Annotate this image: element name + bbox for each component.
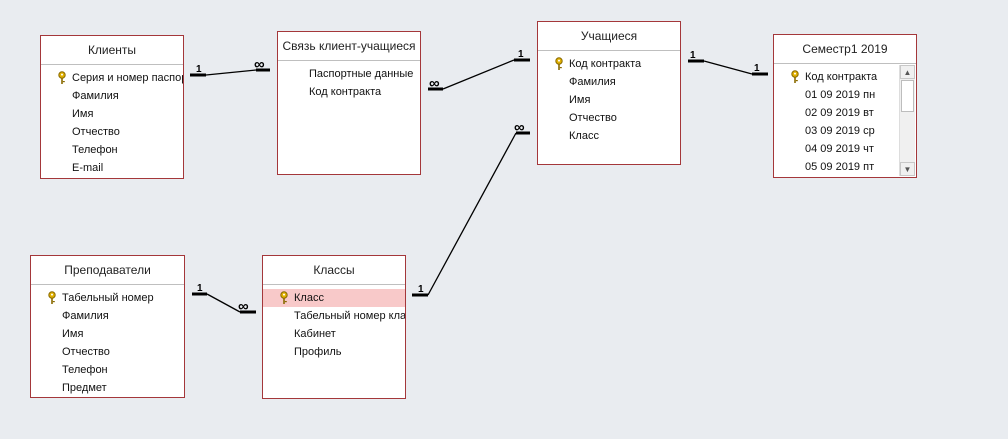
field-name: Класс [294, 292, 324, 304]
rel-label-many: ∞ [429, 75, 440, 92]
field-row[interactable]: Паспортные данные [278, 65, 420, 83]
field-name: 04 09 2019 чт [805, 143, 874, 155]
field-row[interactable]: Телефон [31, 361, 184, 379]
field-row[interactable]: Имя [31, 325, 184, 343]
vertical-scrollbar[interactable]: ▲ ▼ [899, 65, 915, 176]
field-name: E-mail [72, 162, 104, 174]
rel-label-many: ∞ [254, 56, 265, 73]
field-row[interactable]: Фамилия [538, 73, 680, 91]
field-row[interactable]: Имя [41, 105, 183, 123]
primary-key-icon [555, 57, 563, 70]
field-row[interactable]: Код контракта [278, 83, 420, 101]
rel-label-one: 1 [754, 63, 760, 74]
field-name: Фамилия [72, 90, 119, 102]
field-row[interactable]: Класс [538, 127, 680, 145]
field-name: Табельный номер [62, 292, 154, 304]
rel-label-one: 1 [690, 50, 696, 61]
field-name: Серия и номер паспорта [72, 72, 183, 84]
table-title[interactable]: Преподаватели [31, 256, 184, 285]
field-row[interactable]: E-mail [41, 159, 183, 177]
rel-label-one: 1 [418, 284, 424, 295]
field-row[interactable]: Серия и номер паспорта [41, 69, 183, 87]
rel-label-one: 1 [518, 49, 524, 60]
field-row[interactable]: Табельный номер класса [263, 307, 405, 325]
field-row[interactable]: Отчество [538, 109, 680, 127]
field-row[interactable]: Предмет [31, 379, 184, 397]
table-students[interactable]: Учащиеся Код контракта Фамилия Имя Отчес… [537, 21, 681, 165]
field-row[interactable]: 03 09 2019 ср [774, 122, 916, 140]
field-row[interactable]: Кабинет [263, 325, 405, 343]
field-name: Табельный номер класса [294, 310, 406, 322]
rel-label-many: ∞ [514, 119, 525, 136]
primary-key-icon [48, 291, 56, 304]
rel-label-one: 1 [197, 283, 203, 294]
field-name: Профиль [294, 346, 342, 358]
field-row[interactable]: Фамилия [41, 87, 183, 105]
field-name: Телефон [72, 144, 118, 156]
table-title[interactable]: Классы [263, 256, 405, 285]
field-name: Отчество [72, 126, 120, 138]
scroll-down-icon[interactable]: ▼ [900, 162, 915, 176]
field-name: Отчество [569, 112, 617, 124]
field-row[interactable]: 02 09 2019 вт [774, 104, 916, 122]
field-name: Предмет [62, 382, 107, 394]
field-name: Класс [569, 130, 599, 142]
field-name: Кабинет [294, 328, 336, 340]
rel-label-one: 1 [196, 64, 202, 75]
rel-label-many: ∞ [238, 298, 249, 315]
field-name: Код контракта [309, 86, 382, 98]
table-teachers[interactable]: Преподаватели Табельный номер Фамилия Им… [30, 255, 185, 398]
field-name: Паспортные данные [309, 68, 414, 80]
field-row[interactable]: Код контракта [774, 68, 916, 86]
field-name: Телефон [62, 364, 108, 376]
field-row[interactable]: 05 09 2019 пт [774, 158, 916, 176]
field-name: Фамилия [569, 76, 616, 88]
field-name: 03 09 2019 ср [805, 125, 875, 137]
table-title[interactable]: Учащиеся [538, 22, 680, 51]
table-classes[interactable]: Классы Класс Табельный номер класса Каби… [262, 255, 406, 399]
table-title[interactable]: Клиенты [41, 36, 183, 65]
field-name: Отчество [62, 346, 110, 358]
table-semester[interactable]: Семестр1 2019 Код контракта 01 09 2019 п… [773, 34, 917, 178]
field-row[interactable]: Телефон [41, 141, 183, 159]
field-row[interactable]: 01 09 2019 пн [774, 86, 916, 104]
field-name: 01 09 2019 пн [805, 89, 876, 101]
field-row[interactable]: Код контракта [538, 55, 680, 73]
field-row[interactable]: Отчество [31, 343, 184, 361]
table-clients[interactable]: Клиенты Серия и номер паспорта Фамилия И… [40, 35, 184, 179]
field-row[interactable]: Профиль [263, 343, 405, 361]
field-name: Фамилия [62, 310, 109, 322]
field-row-selected[interactable]: Класс [263, 289, 405, 307]
field-name: Имя [569, 94, 591, 106]
field-row[interactable]: Табельный номер [31, 289, 184, 307]
field-row[interactable]: Отчество [41, 123, 183, 141]
primary-key-icon [58, 71, 66, 84]
primary-key-icon [791, 70, 799, 83]
field-row[interactable]: Фамилия [31, 307, 184, 325]
scroll-up-icon[interactable]: ▲ [900, 65, 915, 79]
field-name: Имя [72, 108, 94, 120]
field-name: Код контракта [805, 71, 878, 83]
table-title[interactable]: Семестр1 2019 [774, 35, 916, 64]
field-name: 02 09 2019 вт [805, 107, 874, 119]
field-name: 05 09 2019 пт [805, 161, 875, 173]
field-row[interactable]: Имя [538, 91, 680, 109]
scrollbar-thumb[interactable] [901, 80, 914, 112]
field-name: Код контракта [569, 58, 642, 70]
primary-key-icon [280, 291, 288, 304]
field-name: Имя [62, 328, 84, 340]
table-title[interactable]: Связь клиент-учащиеся [278, 32, 420, 61]
field-row[interactable]: 04 09 2019 чт [774, 140, 916, 158]
table-client-student-link[interactable]: Связь клиент-учащиеся Паспортные данные … [277, 31, 421, 175]
